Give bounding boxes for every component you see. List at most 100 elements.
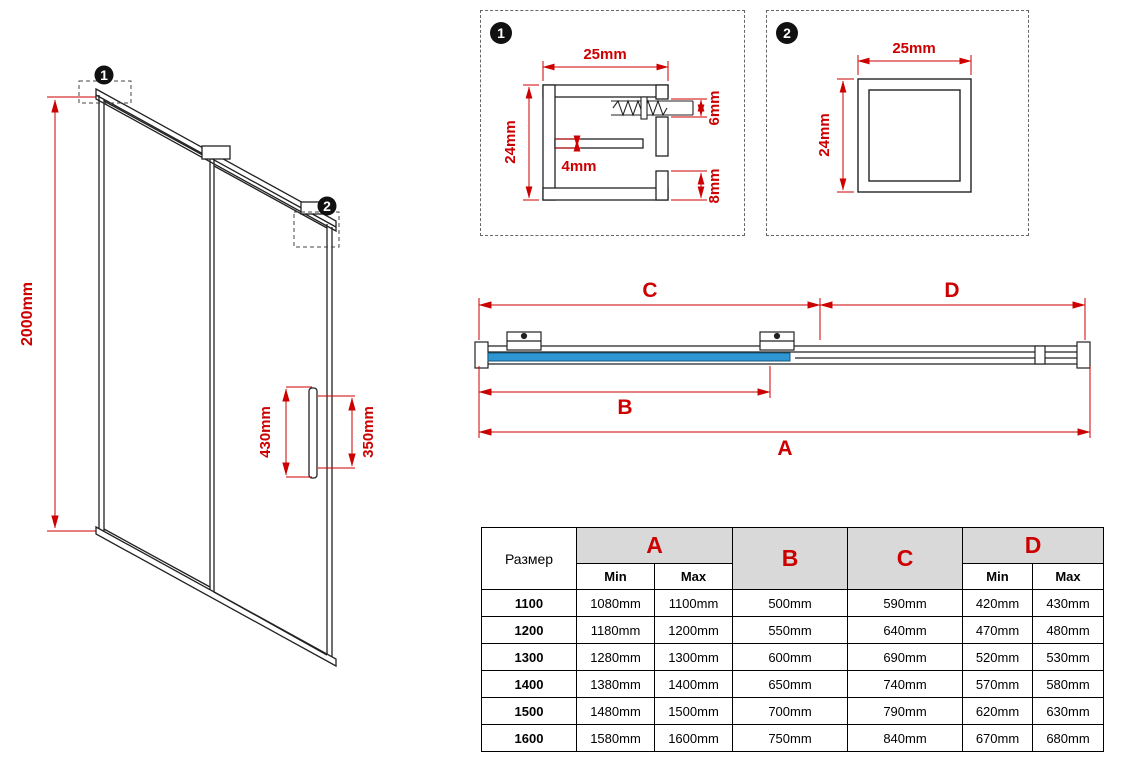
- d-max-value: 580mm: [1032, 670, 1104, 698]
- c-value: 640mm: [847, 616, 963, 644]
- handle-dimensions: [282, 386, 356, 478]
- table-subheader-row: Min Max Min Max: [482, 563, 1104, 590]
- column-b-header: B: [732, 527, 848, 590]
- table-row: 1400 1380mm 1400mm 650mm 740mm 570mm 580…: [481, 670, 1104, 698]
- b-value: 750mm: [732, 724, 848, 752]
- size-value: 1600: [481, 724, 577, 752]
- detail-2-drawing: 2 25mm 24mm: [776, 22, 972, 193]
- size-value: 1400: [481, 670, 577, 698]
- detail-1-bottom-lip-label: 8mm: [706, 168, 723, 203]
- dim-b-label: B: [617, 396, 632, 419]
- profile-2-section: [857, 78, 972, 193]
- a-max-value: 1300mm: [654, 643, 733, 671]
- a-min-value: 1580mm: [576, 724, 655, 752]
- detail-1-dimensions: [523, 61, 707, 201]
- detail-2-height-label: 24mm: [816, 113, 833, 156]
- d-min-value: 570mm: [962, 670, 1033, 698]
- a-max-header: Max: [654, 563, 733, 590]
- dim-c-label: C: [642, 279, 657, 302]
- marker-2-number: 2: [323, 198, 331, 214]
- a-max-value: 1600mm: [654, 724, 733, 752]
- table-row: 1500 1480mm 1500mm 700mm 790mm 620mm 630…: [481, 697, 1104, 725]
- d-max-value: 680mm: [1032, 724, 1104, 752]
- door-height-dimension: [47, 96, 97, 532]
- detail-1-width-label: 25mm: [583, 46, 626, 63]
- handle-outer-dim-label: 430mm: [257, 406, 274, 458]
- a-max-value: 1100mm: [654, 589, 733, 617]
- b-value: 600mm: [732, 643, 848, 671]
- a-min-value: 1080mm: [576, 589, 655, 617]
- track-right-bracket: [1034, 345, 1046, 365]
- a-min-value: 1180mm: [576, 616, 655, 644]
- glass-panel-top-view: [487, 352, 791, 362]
- detail-1-height-label: 24mm: [502, 120, 519, 163]
- d-max-value: 480mm: [1032, 616, 1104, 644]
- c-value: 790mm: [847, 697, 963, 725]
- detail-1-badge: [490, 22, 512, 44]
- a-max-value: 1400mm: [654, 670, 733, 698]
- door-frame: [95, 87, 337, 668]
- size-value: 1200: [481, 616, 577, 644]
- table-row: 1600 1580mm 1600mm 750mm 840mm 670mm 680…: [481, 724, 1104, 752]
- d-min-value: 420mm: [962, 589, 1033, 617]
- track-right-endcap: [1076, 341, 1091, 369]
- d-max-header: Max: [1032, 563, 1104, 590]
- track-dimensions: [478, 298, 1091, 438]
- track-rail: [474, 331, 1091, 369]
- detail-1-slot-label: 4mm: [561, 158, 596, 175]
- door-handle: [308, 387, 318, 479]
- detail-1-box: 1: [480, 10, 745, 236]
- a-max-value: 1500mm: [654, 697, 733, 725]
- c-value: 840mm: [847, 724, 963, 752]
- callout-box-1: [78, 80, 132, 104]
- table-row: 1100 1080mm 1100mm 500mm 590mm 420mm 430…: [481, 589, 1104, 617]
- d-max-value: 630mm: [1032, 697, 1104, 725]
- door-isometric-view: 2000mm 430mm 350mm 1 2: [19, 65, 377, 668]
- detail-1-drawing: 1: [490, 22, 723, 204]
- d-max-value: 530mm: [1032, 643, 1104, 671]
- detail-2-dimensions: [837, 55, 972, 193]
- marker-1-badge: [94, 65, 114, 85]
- size-value: 1300: [481, 643, 577, 671]
- size-value: 1100: [481, 589, 577, 617]
- size-table: Размер A B C D Min Max Min Max 1100 1080…: [481, 527, 1104, 752]
- c-value: 590mm: [847, 589, 963, 617]
- dim-d-label: D: [944, 279, 959, 302]
- column-d-header: D: [962, 527, 1104, 564]
- a-min-header: Min: [576, 563, 655, 590]
- d-min-value: 470mm: [962, 616, 1033, 644]
- detail-1-badge-number: 1: [497, 25, 505, 41]
- adjustment-screw: [611, 96, 694, 120]
- d-min-value: 620mm: [962, 697, 1033, 725]
- c-value: 740mm: [847, 670, 963, 698]
- detail-2-badge: [776, 22, 798, 44]
- detail-2-box: 2 25mm 24mm: [766, 10, 1029, 236]
- column-a-header: A: [576, 527, 733, 564]
- table-row: 1300 1280mm 1300mm 600mm 690mm 520mm 530…: [481, 643, 1104, 671]
- d-max-value: 430mm: [1032, 589, 1104, 617]
- detail-1-screw-gap-label: 6mm: [706, 90, 723, 125]
- callout-markers: 1 2: [78, 65, 340, 248]
- b-value: 700mm: [732, 697, 848, 725]
- detail-2-width-label: 25mm: [892, 40, 935, 57]
- column-c-header: C: [847, 527, 963, 590]
- d-min-value: 670mm: [962, 724, 1033, 752]
- marker-1-number: 1: [100, 67, 108, 83]
- c-value: 690mm: [847, 643, 963, 671]
- a-min-value: 1380mm: [576, 670, 655, 698]
- a-min-value: 1280mm: [576, 643, 655, 671]
- roller-bracket-left: [201, 145, 231, 160]
- dim-a-label: A: [777, 437, 792, 460]
- a-max-value: 1200mm: [654, 616, 733, 644]
- size-column-header: Размер: [481, 527, 577, 590]
- table-header-row: Размер A B C D: [481, 527, 1104, 590]
- b-value: 650mm: [732, 670, 848, 698]
- size-value: 1500: [481, 697, 577, 725]
- d-min-header: Min: [962, 563, 1033, 590]
- track-top-view: C D B A: [474, 279, 1091, 460]
- profile-1-section: [542, 84, 669, 201]
- d-min-value: 520mm: [962, 643, 1033, 671]
- door-height-label: 2000mm: [19, 282, 36, 346]
- table-row: 1200 1180mm 1200mm 550mm 640mm 470mm 480…: [481, 616, 1104, 644]
- callout-box-2: [293, 211, 340, 248]
